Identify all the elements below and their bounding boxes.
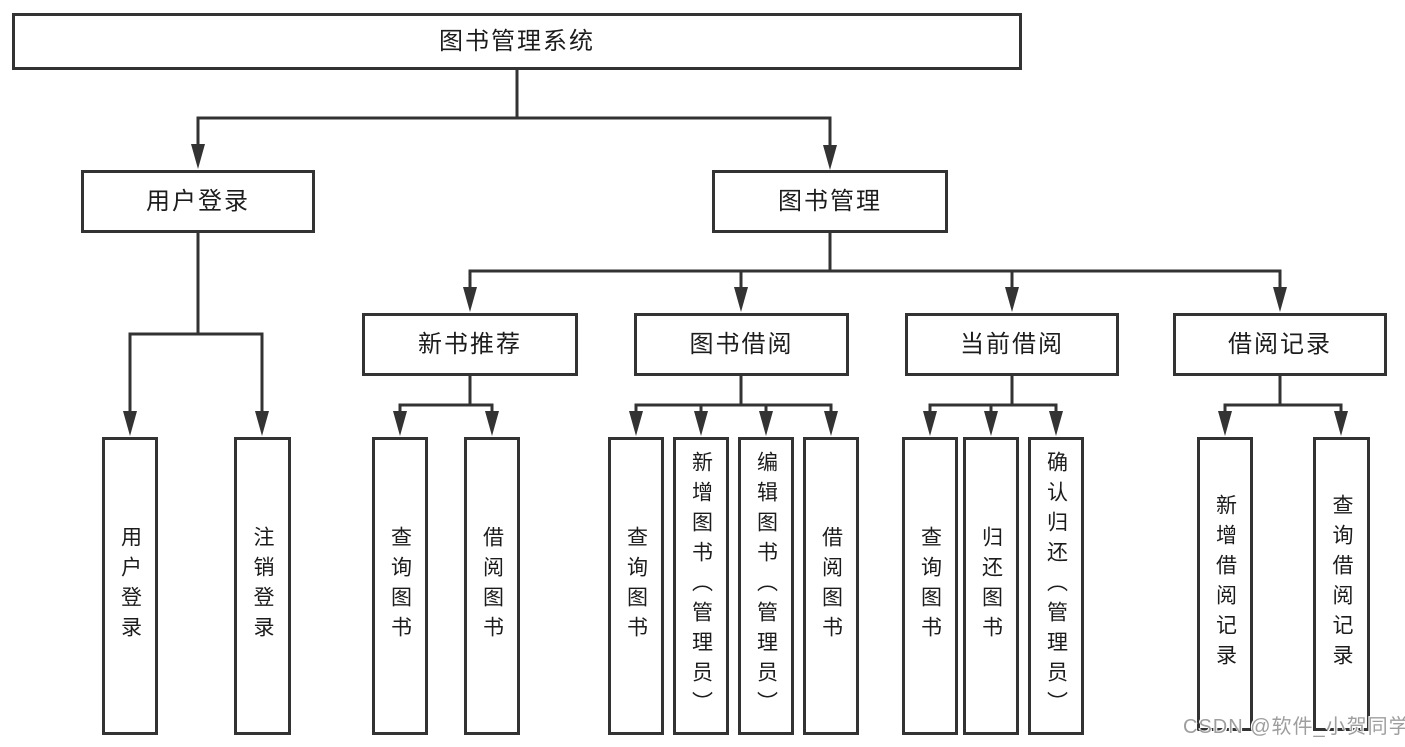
leaf-logout-label: 注销登录 bbox=[251, 526, 274, 646]
leaf-query-books-recommend: 查询图书 bbox=[372, 437, 428, 735]
leaf-add-borrow-record: 新增借阅记录 bbox=[1197, 437, 1253, 731]
leaf-query-books-current-label: 查询图书 bbox=[918, 526, 942, 646]
leaf-query-borrow-record-label: 查询借阅记录 bbox=[1330, 494, 1353, 674]
node-new-book-recommend-label: 新书推荐 bbox=[418, 330, 522, 358]
csdn-watermark: CSDN @软件_小贺同学 bbox=[1183, 716, 1405, 738]
leaf-borrow-books-label: 借阅图书 bbox=[819, 526, 843, 646]
leaf-edit-book-admin-label: 编辑图书（管理员） bbox=[754, 451, 778, 721]
leaf-query-books-borrow: 查询图书 bbox=[608, 437, 664, 735]
node-root: 图书管理系统 bbox=[12, 13, 1022, 70]
leaf-add-book-admin: 新增图书（管理员） bbox=[673, 437, 729, 735]
leaf-return-book: 归还图书 bbox=[963, 437, 1019, 735]
node-book-management-label: 图书管理 bbox=[778, 187, 882, 215]
node-book-management: 图书管理 bbox=[712, 170, 948, 233]
arrowheads bbox=[123, 144, 1348, 436]
leaf-query-books-current: 查询图书 bbox=[902, 437, 958, 735]
leaf-query-borrow-record: 查询借阅记录 bbox=[1313, 437, 1370, 731]
node-user-login: 用户登录 bbox=[81, 170, 315, 233]
node-book-borrow: 图书借阅 bbox=[634, 313, 849, 376]
node-new-book-recommend: 新书推荐 bbox=[362, 313, 578, 376]
leaf-confirm-return-admin-label: 确认归还（管理员） bbox=[1044, 451, 1068, 721]
leaf-add-book-admin-label: 新增图书（管理员） bbox=[689, 451, 713, 721]
node-root-label: 图书管理系统 bbox=[439, 27, 595, 55]
node-book-borrow-label: 图书借阅 bbox=[689, 330, 794, 358]
leaf-borrow-books: 借阅图书 bbox=[803, 437, 859, 735]
node-current-borrow-label: 当前借阅 bbox=[960, 330, 1064, 358]
node-user-login-label: 用户登录 bbox=[146, 187, 250, 215]
leaf-logout: 注销登录 bbox=[234, 437, 291, 735]
leaf-user-login-label: 用户登录 bbox=[118, 526, 142, 646]
node-current-borrow: 当前借阅 bbox=[905, 313, 1119, 376]
leaf-add-borrow-record-label: 新增借阅记录 bbox=[1213, 494, 1237, 674]
leaf-confirm-return-admin: 确认归还（管理员） bbox=[1028, 437, 1084, 735]
node-borrow-records: 借阅记录 bbox=[1173, 313, 1387, 376]
leaf-borrow-books-recommend: 借阅图书 bbox=[464, 437, 520, 735]
leaf-return-book-label: 归还图书 bbox=[979, 526, 1003, 646]
leaf-query-books-borrow-label: 查询图书 bbox=[624, 526, 648, 646]
leaf-borrow-books-recommend-label: 借阅图书 bbox=[480, 526, 504, 646]
leaf-edit-book-admin: 编辑图书（管理员） bbox=[738, 437, 794, 735]
node-borrow-records-label: 借阅记录 bbox=[1228, 330, 1332, 358]
leaf-query-books-recommend-label: 查询图书 bbox=[388, 526, 412, 646]
leaf-user-login: 用户登录 bbox=[102, 437, 158, 735]
